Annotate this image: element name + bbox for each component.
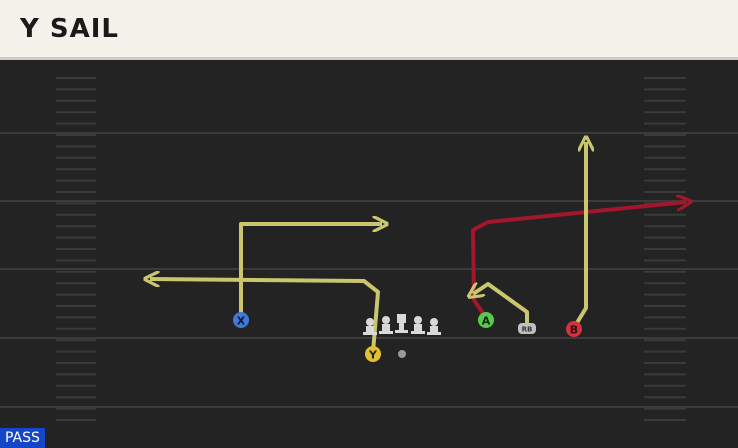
player-y[interactable]: Y [365, 346, 381, 362]
player-rb[interactable]: RB [518, 323, 536, 334]
play-title: Y SAIL [20, 14, 119, 44]
play-type-badge: PASS [0, 428, 45, 448]
route-a [471, 202, 686, 320]
player-x-label: X [237, 315, 246, 328]
offensive-line [363, 314, 441, 335]
player-b-label: B [570, 324, 578, 337]
route-y [150, 279, 380, 353]
play-field: X Y A RB B [0, 60, 738, 448]
hash-marks [56, 77, 686, 421]
lineman-icon [427, 318, 441, 335]
play-diagram: X Y A RB B [0, 77, 738, 421]
center-icon [395, 314, 408, 333]
route-rb [473, 282, 529, 325]
lineman-icon [411, 316, 425, 334]
route-x-left [239, 224, 382, 318]
play-header: Y SAIL [0, 0, 738, 60]
yard-lines [0, 132, 738, 408]
player-b[interactable]: B [566, 321, 582, 337]
player-y-label: Y [368, 349, 378, 362]
player-a[interactable]: A [478, 312, 494, 328]
lineman-icon [379, 316, 393, 334]
player-a-label: A [482, 315, 491, 328]
lineman-icon [363, 318, 377, 335]
ball-marker [398, 350, 406, 358]
player-x[interactable]: X [233, 312, 249, 328]
route-b [573, 142, 586, 328]
player-rb-label: RB [522, 326, 533, 334]
